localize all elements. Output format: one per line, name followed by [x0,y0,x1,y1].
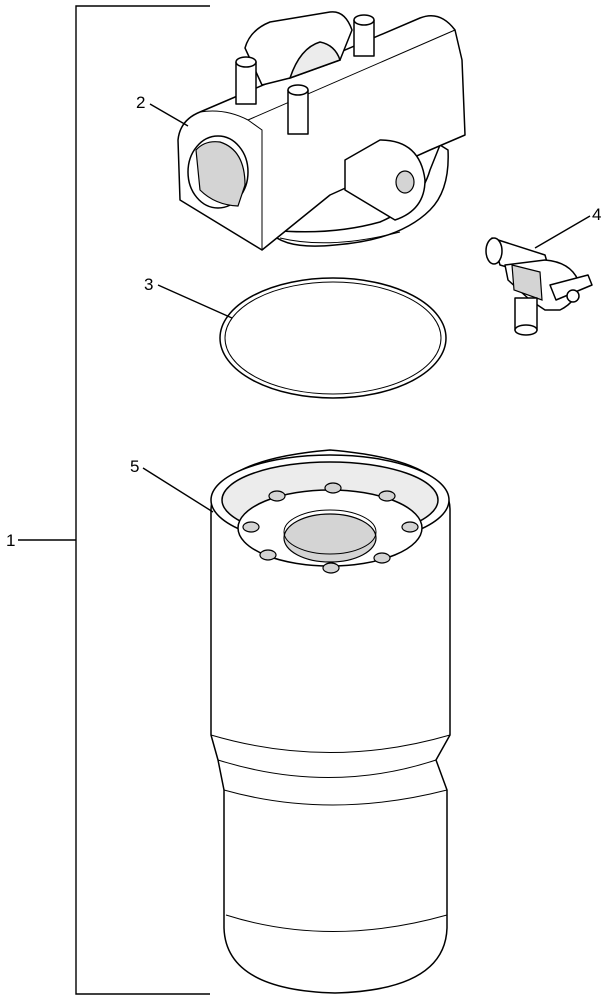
vent-tube-2 [287,84,309,135]
vent-tube-3 [353,14,375,57]
element-ports [242,482,419,574]
callout-2: 2 [136,93,145,112]
assembly-bracket [18,5,210,995]
callout-4: 4 [592,205,601,224]
leader-lines [142,103,591,513]
callout-5: 5 [130,457,139,476]
callout-1: 1 [6,531,15,550]
o-ring[interactable] [219,277,447,399]
callout-3: 3 [144,275,153,294]
filter-head[interactable] [177,11,466,251]
vent-tube-1 [235,56,257,105]
drain-valve[interactable] [485,237,593,336]
filter-element[interactable] [210,449,451,994]
